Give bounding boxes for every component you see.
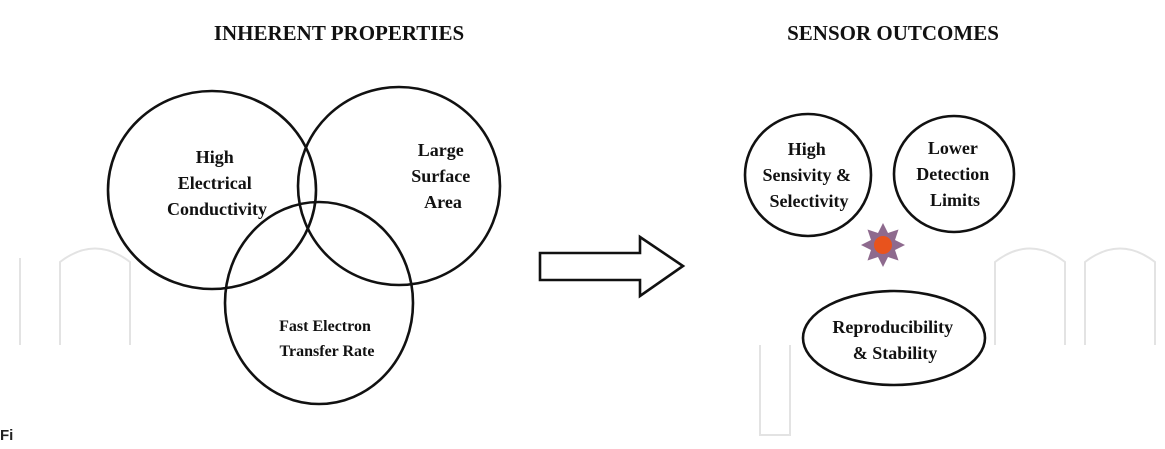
label-electron-transfer: Fast Electron Transfer Rate (279, 318, 375, 360)
label-conductivity-line-3: Conductivity (167, 199, 267, 219)
circle-surface-area (296, 85, 502, 287)
label-conductivity-line-1: High (196, 147, 234, 167)
heading-sensor-outcomes: SENSOR OUTCOMES (787, 21, 999, 45)
circle-sensitivity (743, 112, 873, 238)
watermark (19, 247, 1156, 436)
label-sensitivity-line-2: Sensivity & (762, 165, 851, 185)
label-conductivity: High Electrical Conductivity (167, 147, 267, 219)
label-reproducibility-line-2: & Stability (853, 343, 938, 363)
label-surface-area-line-3: Area (424, 192, 462, 212)
label-sensitivity-line-1: High (788, 139, 826, 159)
sun-burst-icon (861, 223, 905, 267)
label-reproducibility: Reproducibility & Stability (832, 317, 957, 363)
circle-conductivity (106, 89, 318, 291)
circle-detection (892, 114, 1016, 234)
label-surface-area-line-2: Surface (411, 166, 470, 186)
label-detection: Lower Detection Limits (916, 138, 993, 210)
oval-reproducibility (801, 289, 987, 387)
label-surface-area-line-1: Large (418, 140, 464, 160)
label-sensitivity-line-3: Selectivity (770, 191, 849, 211)
heading-inherent-properties: INHERENT PROPERTIES (214, 21, 464, 45)
label-reproducibility-line-1: Reproducibility (832, 317, 953, 337)
circle-electron-transfer (223, 200, 415, 406)
label-detection-line-3: Limits (930, 190, 980, 210)
label-sensitivity: High Sensivity & Selectivity (762, 139, 855, 211)
sun-burst-center (874, 236, 892, 254)
label-conductivity-line-2: Electrical (178, 173, 252, 193)
figure-label: Fi (0, 427, 13, 444)
label-detection-line-2: Detection (916, 164, 989, 184)
label-surface-area: Large Surface Area (411, 140, 474, 212)
label-detection-line-1: Lower (928, 138, 978, 158)
label-electron-transfer-line-2: Transfer Rate (280, 343, 375, 360)
hollow-right-arrow-icon (538, 234, 686, 299)
label-electron-transfer-line-1: Fast Electron (279, 318, 371, 335)
